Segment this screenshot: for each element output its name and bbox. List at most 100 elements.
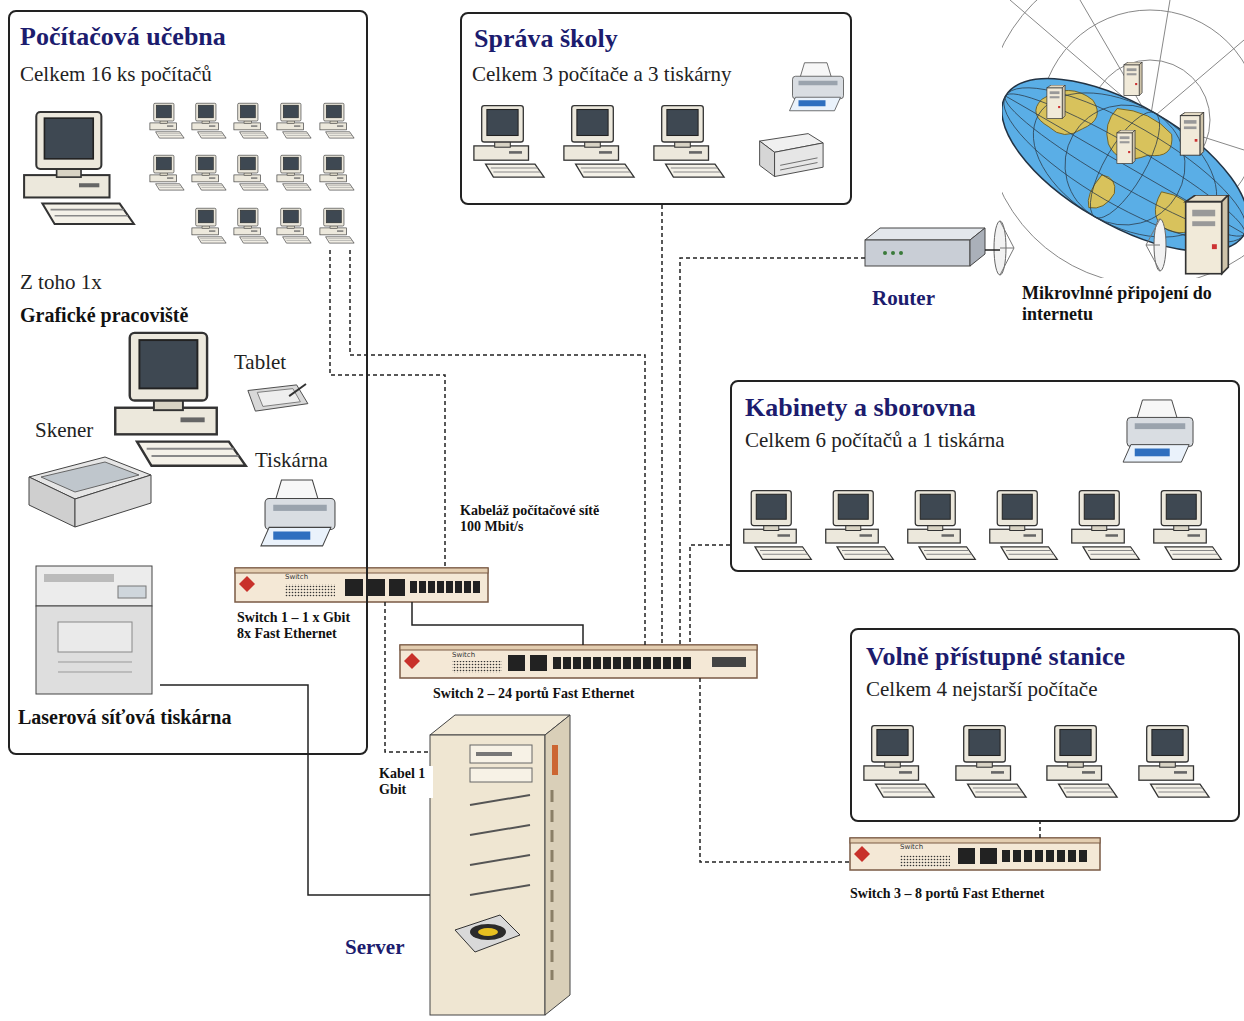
internet-illustration: [1186, 195, 1229, 274]
switch-1-device: [455, 581, 462, 593]
office-devices: [760, 134, 823, 177]
switch-3-device: [1013, 850, 1021, 862]
microwave-dishes: [1000, 221, 1014, 275]
network-cable-dashed: [700, 678, 850, 862]
router-device: [865, 240, 970, 266]
public-computers: [864, 726, 934, 798]
laser-printer: [58, 622, 132, 652]
laser-printer: [118, 586, 146, 598]
server-label: Server: [345, 935, 404, 959]
device-label: Tablet: [234, 350, 286, 374]
device-brand: Switch: [900, 843, 923, 851]
switch-1-device: [235, 568, 488, 602]
network-cable: [985, 249, 1000, 251]
switch-2-device: [404, 653, 420, 669]
switch-2-device: [593, 657, 601, 669]
printer-label: Laserová síťová tiskárna: [18, 706, 231, 729]
switch-2-device: [712, 657, 746, 667]
staff-devices: [744, 491, 812, 560]
network-cable-dashed: [1039, 822, 1041, 838]
switch-2-device: [400, 645, 757, 678]
network-cable: [412, 602, 583, 645]
switch-2-device: [452, 661, 502, 673]
switch-3-device: [1035, 850, 1043, 862]
switch-caption: Switch 2 – 24 portů Fast Ethernet: [433, 686, 634, 702]
router-device: [970, 228, 985, 266]
switch-2-device: [553, 657, 561, 669]
microwave-dishes: [1146, 219, 1160, 271]
classroom-computers: [192, 155, 226, 190]
laser-printer: [36, 566, 152, 606]
server-tower: [470, 768, 532, 782]
staff-devices: [1072, 491, 1140, 560]
switch-3-device: [854, 846, 870, 862]
switch-3-device: [850, 838, 1100, 843]
internet-illustration: [1124, 62, 1142, 96]
switch-node: SwitchSwitch 3 – 8 portů Fast Ethernet: [850, 838, 1100, 870]
switch-3-device: [1046, 850, 1054, 862]
switch-3-device: [980, 848, 997, 864]
switch-2-device: [573, 657, 581, 669]
classroom-computers: [192, 103, 226, 138]
classroom-computers: [320, 208, 354, 243]
switch-3-device: [850, 838, 1100, 870]
switch-node: SwitchSwitch 2 – 24 portů Fast Ethernet: [400, 645, 757, 678]
switch-2-device: [508, 655, 525, 671]
region-subtitle: Celkem 3 počítače a 3 tiskárny: [472, 62, 732, 86]
internet-illustration: [1117, 130, 1135, 164]
office-devices: [474, 106, 544, 178]
link-label: Mikrovlnné připojení do internetu: [1022, 283, 1237, 324]
region-box: Počítačová učebnaCelkem 16 ks počítačůZ …: [8, 10, 368, 755]
staff-devices: [1123, 400, 1193, 462]
router-device: [865, 228, 985, 266]
classroom-computers: [277, 103, 311, 138]
switch-2-device: [603, 657, 611, 669]
public-computers: [1139, 726, 1209, 798]
switch-2-device: [683, 657, 691, 669]
server-tower: [455, 915, 520, 952]
office-devices: [790, 63, 844, 111]
laser-printer: [58, 662, 132, 672]
switch-3-device: [1002, 850, 1087, 862]
switch-1-device: [285, 584, 335, 597]
device-label: Skener: [35, 418, 93, 442]
device-brand: Switch: [452, 651, 475, 659]
region-title: Kabinety a sborovna: [745, 393, 976, 423]
switch-3-device: [850, 838, 1100, 870]
printer-node: Laserová síťová tiskárna: [30, 560, 160, 700]
switch-2-device: [613, 657, 621, 669]
internet-illustration: [1030, 77, 1103, 146]
staff-devices: [908, 491, 976, 560]
staff-devices: [826, 491, 894, 560]
peripherals: [29, 457, 151, 527]
office-devices: [564, 106, 634, 178]
switch-1-device: [235, 568, 488, 602]
switch-2-device: [583, 657, 591, 669]
server-tower: [545, 715, 570, 1015]
switch-2-device: [400, 645, 757, 678]
switch-1-device: [437, 581, 444, 593]
switch-3-device: [1024, 850, 1032, 862]
router-label: Router: [872, 286, 935, 310]
office-devices: [654, 106, 724, 178]
switch-2-device: [623, 657, 631, 669]
internet-illustration: [1047, 85, 1065, 119]
device-label: Tiskárna: [255, 448, 328, 472]
switch-2-device: [633, 657, 641, 669]
laser-printer: [44, 574, 114, 582]
workstation-title: Grafické pracoviště: [20, 304, 188, 327]
switch-1-device: [345, 579, 363, 596]
region-note: Z toho 1x: [20, 270, 102, 294]
public-computers: [956, 726, 1026, 798]
region-title: Počítačová učebna: [20, 22, 226, 52]
region-box: Správa školyCelkem 3 počítače a 3 tiskár…: [460, 12, 852, 205]
classroom-wires: [330, 250, 445, 568]
internet-node: Mikrovlnné připojení do internetu: [1000, 5, 1238, 273]
internet-illustration: [1002, 44, 1244, 278]
cabling-note: Kabeláž počítačové sítě 100 Mbit/s: [460, 503, 610, 535]
region-box: Kabinety a sborovnaCelkem 6 počítačů a 1…: [730, 380, 1240, 572]
switch-2-device: [553, 657, 691, 669]
server-tower: [470, 795, 530, 895]
